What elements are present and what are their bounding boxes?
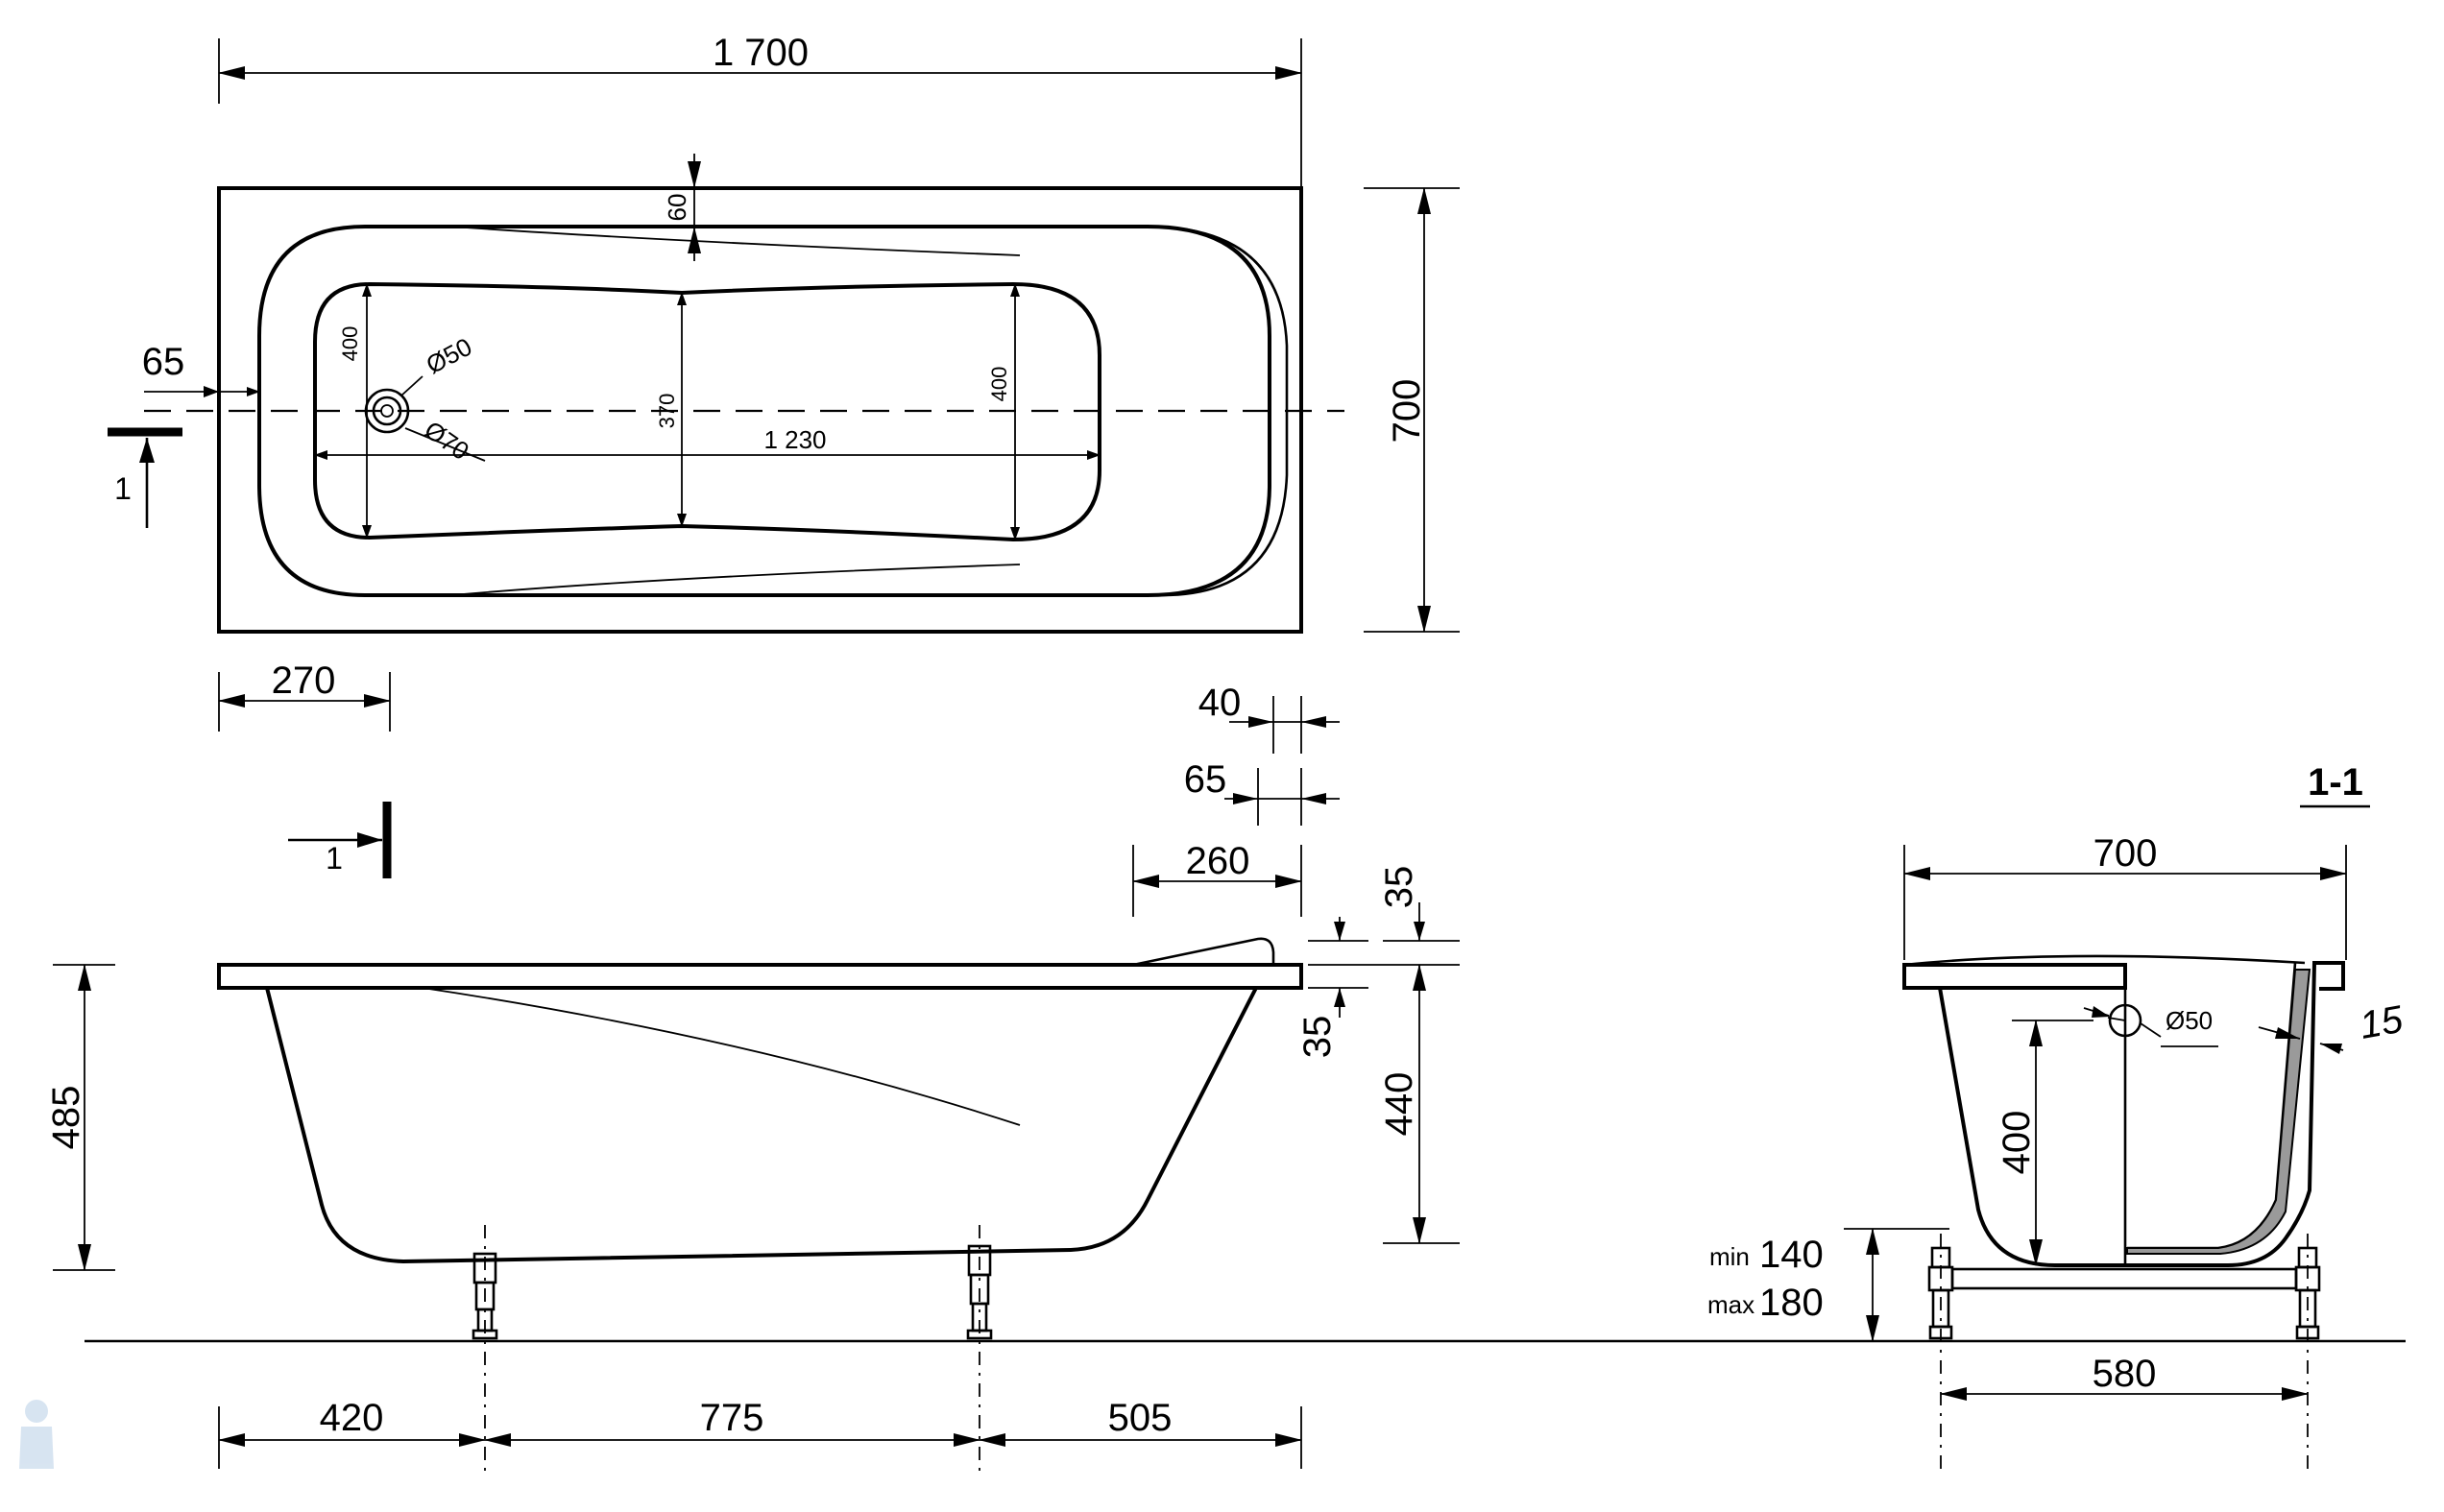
section-marker-top: 1 (114, 471, 132, 506)
dim-leg-offset-right: 505 (1108, 1397, 1173, 1439)
dim-bottom-length: 1 230 (763, 425, 826, 454)
bowl-bottom-contour (313, 281, 1101, 542)
section-title: 1-1 (2308, 761, 2363, 804)
section-width: 700 (2093, 832, 2158, 875)
dim-rim-inner: 60 (663, 194, 691, 222)
drain-inner (372, 396, 402, 426)
section-leg-max-label: max (1707, 1290, 1754, 1319)
dim-inner-depth: 440 (1378, 1072, 1420, 1137)
headrest-side (1132, 937, 1275, 967)
rim-inner-contour (257, 225, 1271, 597)
section-marker-side: 1 (326, 841, 343, 876)
watermark-logo (19, 1400, 54, 1469)
top-view: 1 700 700 60 65 1 400 Ø50 Ø70 370 1 (108, 32, 1460, 732)
drain-core (380, 404, 394, 418)
tub-body-side (265, 987, 1258, 1264)
dim-drain-from-edge: 270 (272, 660, 336, 702)
section-outer-wall (1938, 961, 2345, 1267)
dim-leg-spacing: 775 (700, 1397, 764, 1439)
section-leg-left (1927, 1234, 1954, 1469)
dim-width: 700 (1386, 379, 1428, 444)
section-leg-right (2294, 1234, 2321, 1469)
section-leg-frame (1950, 1267, 2298, 1290)
dim-drain-inner: Ø50 (422, 332, 476, 380)
tub-rim-side (217, 963, 1303, 990)
dim-headrest-length: 260 (1186, 840, 1250, 882)
dim-65: 65 (1184, 758, 1227, 801)
inner-slope-line (422, 987, 1021, 1126)
dim-drain-offset: 65 (142, 341, 185, 383)
section-drain-height: 400 (1996, 1111, 2038, 1175)
dim-drain-depth-left: 400 (338, 326, 362, 362)
dim-length: 1 700 (713, 32, 809, 74)
dim-total-height: 485 (45, 1086, 87, 1150)
section-rim (1902, 963, 2127, 990)
dim-depth-right: 400 (987, 367, 1011, 402)
section-leg-min-value: 140 (1759, 1234, 1824, 1276)
section-drain-diameter: Ø50 (2166, 1006, 2213, 1035)
surface-line-top (450, 226, 1021, 256)
section-leg-max-value: 180 (1759, 1282, 1824, 1324)
dim-bottom-width: 370 (655, 394, 679, 429)
dim-40: 40 (1198, 682, 1242, 724)
section-wall-thickness: 15 (2357, 998, 2407, 1047)
dim-rim-thickness: 35 (1296, 1016, 1339, 1059)
side-view: 1 40 65 260 35 35 440 (45, 682, 2406, 1478)
section-shell-fill (2126, 969, 2311, 1255)
section-view: 1-1 Ø50 15 400 700 (1707, 761, 2407, 1469)
section-leg-min-label: min (1709, 1242, 1750, 1271)
section-drain (2108, 1003, 2142, 1038)
section-leg-spacing: 580 (2093, 1353, 2157, 1395)
dim-headrest-height: 35 (1378, 866, 1420, 909)
dim-drain-outer: Ø70 (420, 415, 474, 466)
dim-leg-offset-left: 420 (320, 1397, 384, 1439)
surface-line-bottom (450, 564, 1021, 596)
